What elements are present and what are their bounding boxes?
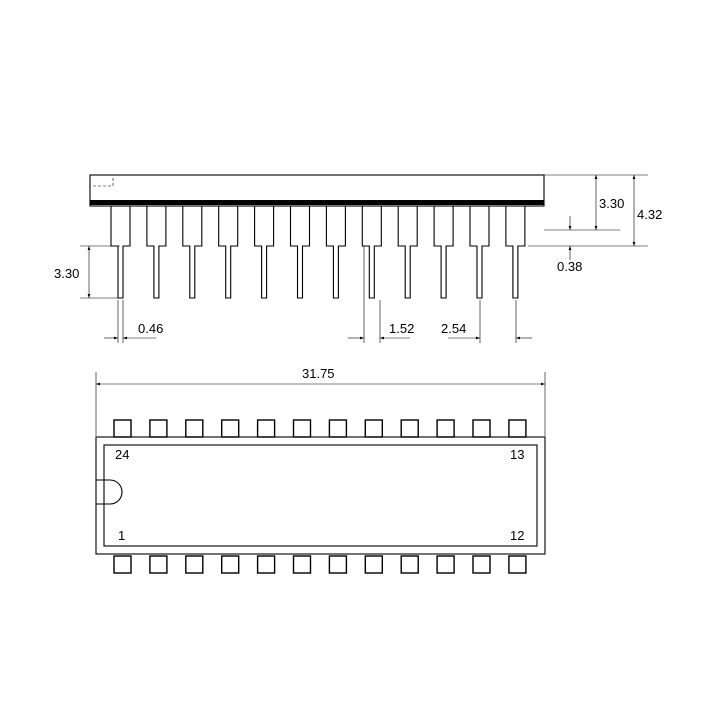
pin-label-bottom-left: 1 [118, 528, 125, 543]
side-lead [361, 206, 382, 299]
pin-pad-bottom [149, 555, 168, 574]
pin-pad-bottom [185, 555, 204, 574]
pin-pad-top [220, 419, 240, 438]
pin-pad-bottom [436, 555, 455, 574]
side-lead [254, 206, 275, 299]
side-lead [218, 206, 239, 299]
pin1-notch [96, 479, 123, 505]
dim-total-height-label: 4.32 [637, 207, 662, 222]
pin-pad-bottom [328, 555, 348, 574]
pin-pad-top [364, 419, 383, 438]
pin-pad-top [472, 419, 491, 438]
dim-body-height-label: 3.30 [599, 196, 624, 211]
pin-pad-top [400, 419, 419, 438]
side-lead [182, 206, 203, 299]
pin-pad-top [113, 419, 132, 438]
pin-label-bottom-right: 12 [510, 528, 524, 543]
side-lead [110, 206, 131, 299]
pin-pad-bottom [400, 555, 419, 574]
dim-pitch-label: 2.54 [441, 321, 466, 336]
pin-pad-top [185, 419, 204, 438]
top-view-body-outer [95, 436, 546, 555]
side-lead [469, 206, 490, 299]
dim-body-length-label: 31.75 [302, 366, 335, 381]
top-view: 31.75 24 13 1 12 [95, 366, 546, 574]
dim-lead-width-label: 0.46 [138, 321, 163, 336]
pin-pad-top [292, 419, 312, 438]
side-view-leads [110, 206, 526, 299]
top-view-pins [113, 419, 527, 574]
pin-pad-bottom [220, 555, 240, 574]
side-lead [433, 206, 454, 299]
pin1-notch-hidden-line [93, 178, 114, 187]
pin-pad-top [149, 419, 168, 438]
top-view-body-inner [103, 444, 538, 547]
dim-standoff-label: 0.38 [557, 259, 582, 274]
pin-pad-top [508, 419, 527, 438]
pin-pad-bottom [364, 555, 383, 574]
pin-pad-bottom [292, 555, 312, 574]
side-lead [289, 206, 311, 299]
pin-label-top-right: 13 [510, 447, 524, 462]
pin-pad-top [328, 419, 348, 438]
side-lead [146, 206, 167, 299]
pin-pad-bottom [113, 555, 132, 574]
side-view-body-seam [90, 200, 544, 205]
side-view-body [89, 174, 545, 207]
pin-label-top-left: 24 [115, 447, 129, 462]
pin-pad-bottom [472, 555, 491, 574]
pin-pad-top [436, 419, 455, 438]
pin-pad-bottom [508, 555, 527, 574]
side-lead [325, 206, 346, 299]
side-view: 3.30 4.32 0.38 3.30 0.46 1.52 2.54 [54, 174, 662, 343]
side-lead [397, 206, 418, 299]
pin-pad-bottom [256, 555, 276, 574]
side-lead [505, 206, 526, 299]
dim-lead-length-label: 3.30 [54, 266, 79, 281]
dim-shoulder-label: 1.52 [389, 321, 414, 336]
pin-pad-top [256, 419, 276, 438]
